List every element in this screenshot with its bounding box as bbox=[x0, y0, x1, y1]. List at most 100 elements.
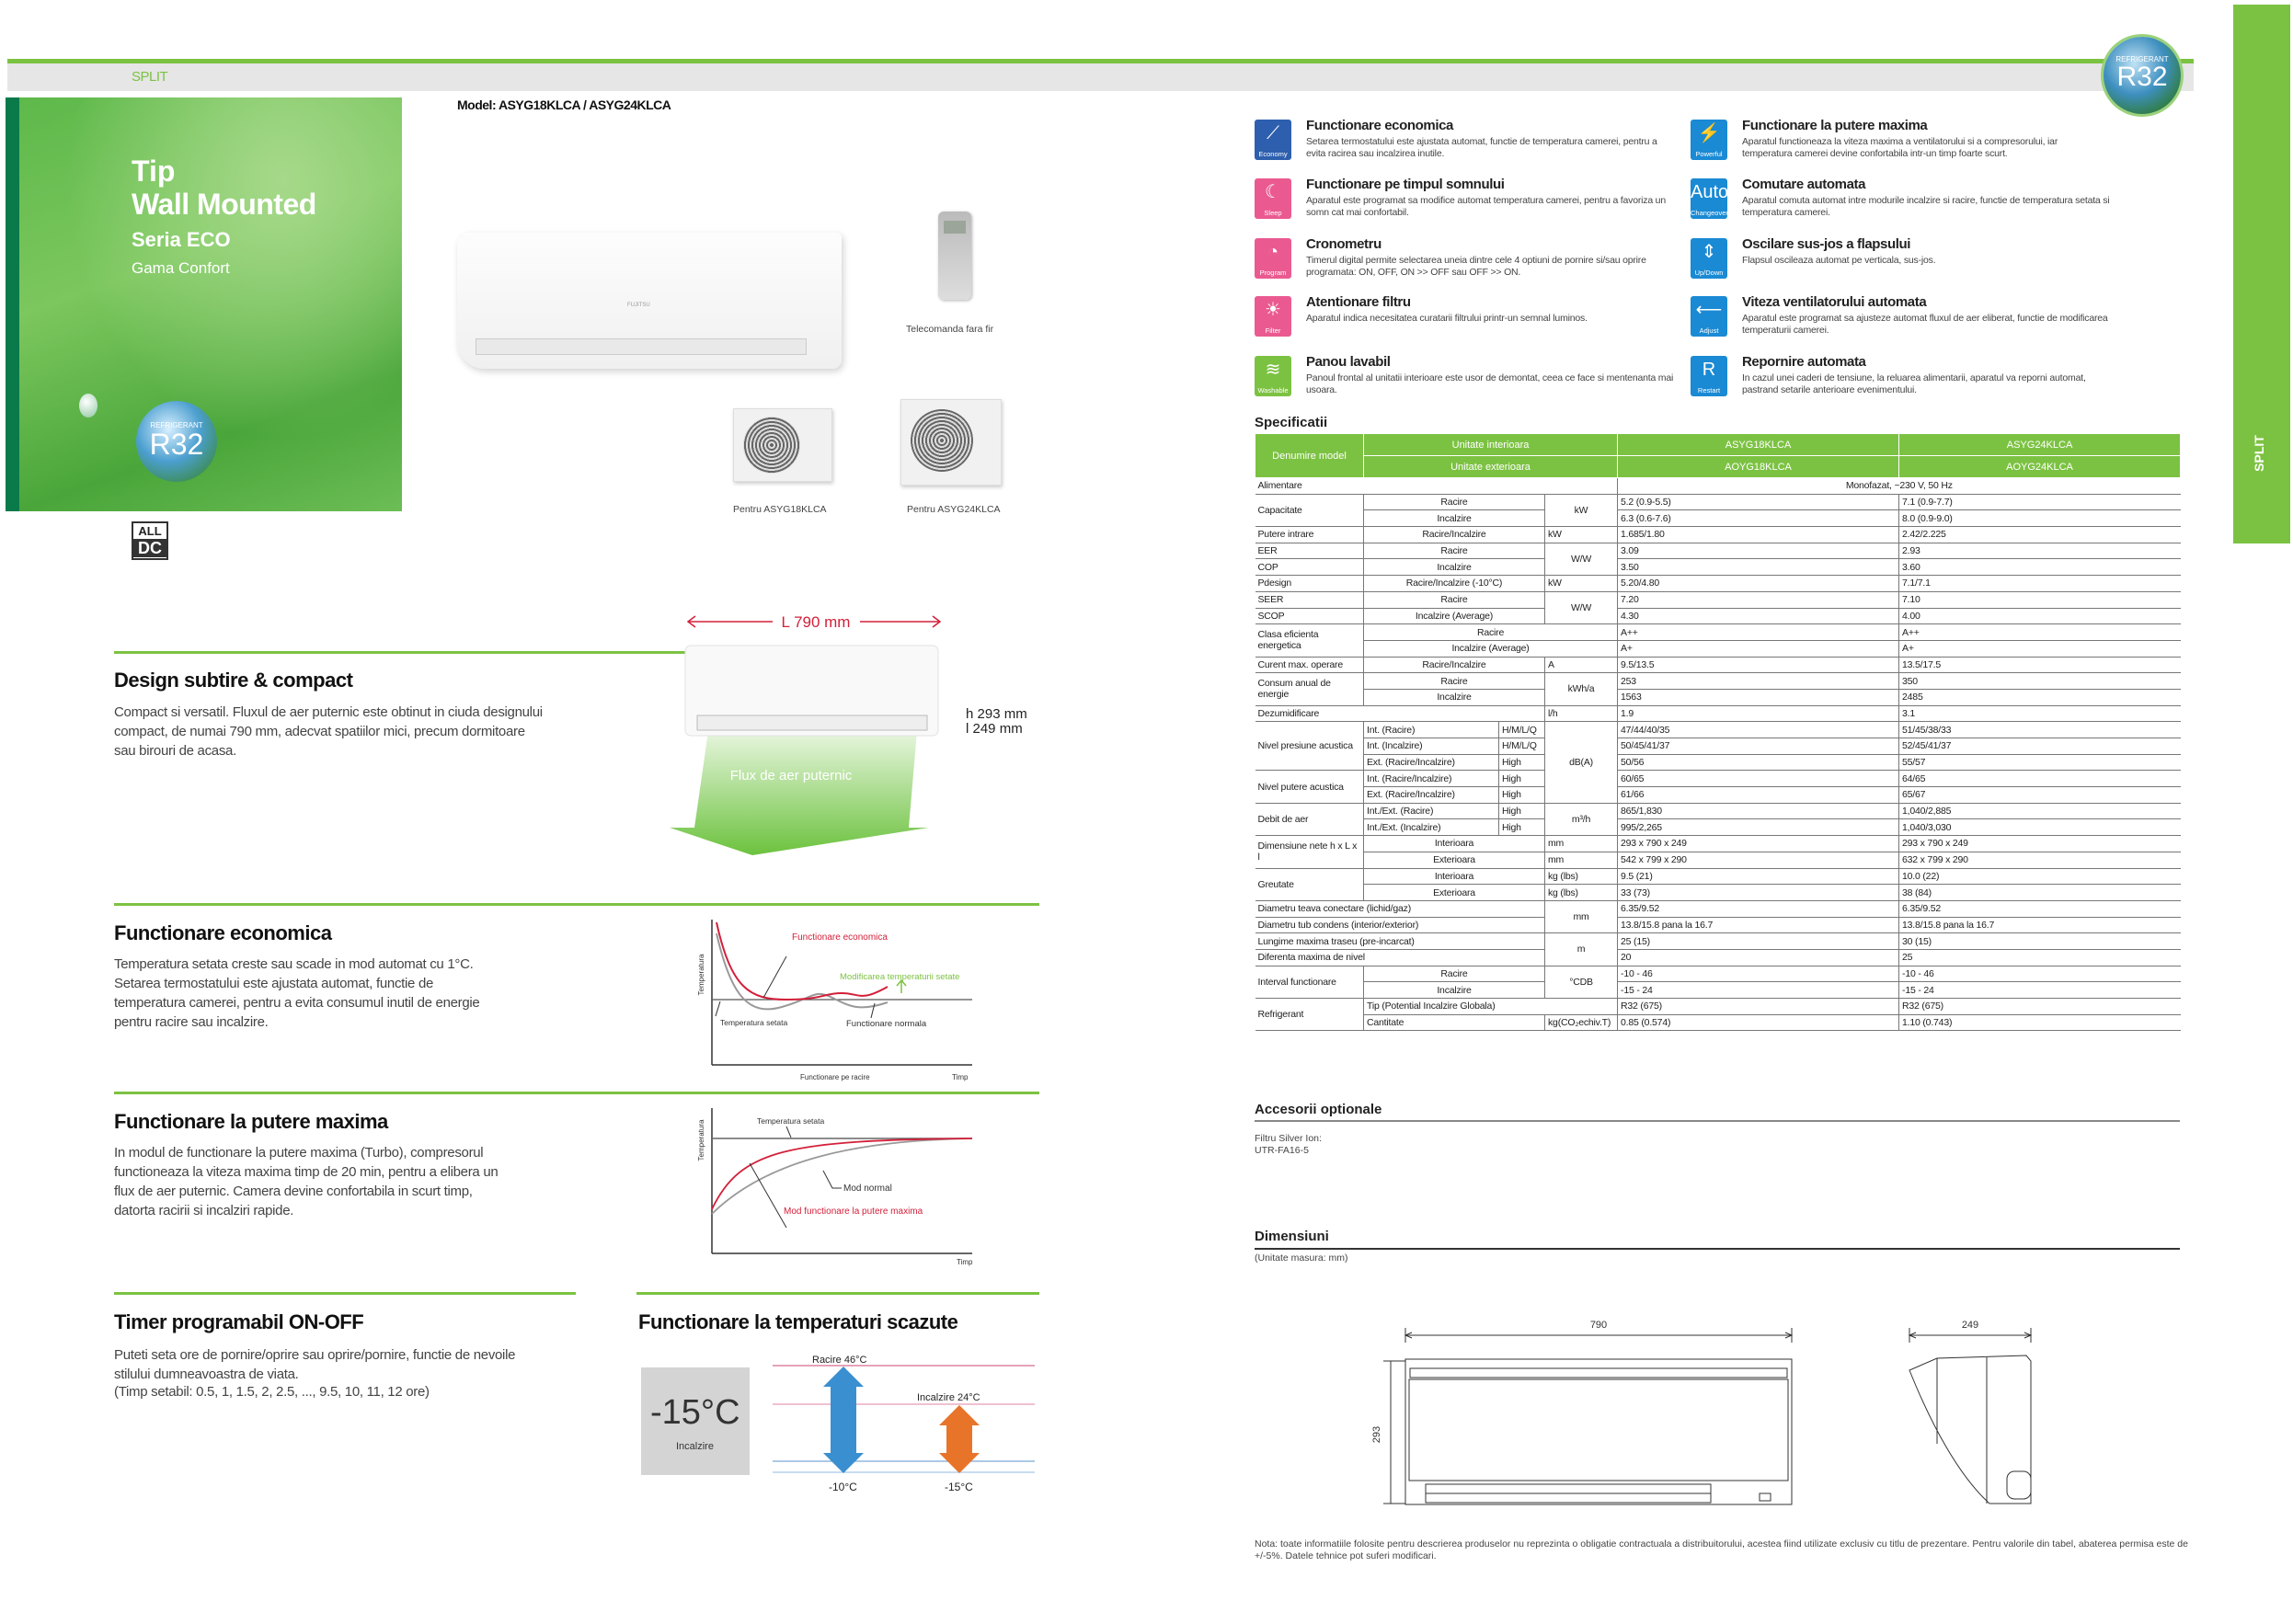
indoor-unit-flap bbox=[476, 338, 807, 355]
feature-title: Comutare automata bbox=[1742, 177, 1866, 192]
spec-cell: 6.3 (0.6-7.6) bbox=[1617, 509, 1900, 528]
length-label: L 790 mm bbox=[782, 613, 851, 631]
spec-cell: A++ bbox=[1617, 623, 1900, 641]
feature-text: Setarea termostatului este ajustata auto… bbox=[1306, 136, 1657, 159]
spec-cell: 20 bbox=[1617, 948, 1900, 966]
feature-icon-label: Up/Down bbox=[1694, 269, 1724, 277]
eco-label: Functionare economica bbox=[792, 932, 888, 943]
spec-cell: kW bbox=[1544, 575, 1619, 592]
spec-cell: kg (lbs) bbox=[1544, 867, 1619, 886]
spec-row: Incalzire (Average)A+A+ bbox=[1255, 639, 2181, 658]
spec-cell: 47/44/40/35 bbox=[1617, 721, 1900, 738]
feature-glyph: ◔ bbox=[1267, 242, 1279, 262]
spec-cell: SEER bbox=[1255, 590, 1364, 609]
spec-cell: R32 (675) bbox=[1617, 998, 1900, 1015]
filter-icon: ☀Filter bbox=[1255, 296, 1291, 337]
spec-cell: Nivel presiune acustica bbox=[1255, 721, 1364, 772]
depth-label: l 249 mm bbox=[966, 721, 1023, 737]
spec-cell: 7.10 bbox=[1898, 590, 2181, 609]
spec-cell: High bbox=[1498, 786, 1545, 804]
depth-dimension: 249 bbox=[1962, 1320, 1978, 1331]
hero-banner: Tip Wall Mounted Seria ECO Gama Confort … bbox=[6, 97, 402, 511]
feature-icon-label: Program bbox=[1259, 269, 1287, 277]
spec-cell: Incalzire (Average) bbox=[1363, 639, 1619, 658]
spec-cell: Consum anual de energie bbox=[1255, 672, 1364, 706]
spec-cell: mm bbox=[1544, 851, 1619, 869]
spec-cell: 3.50 bbox=[1617, 558, 1900, 577]
height-dimension: 293 bbox=[1371, 1426, 1382, 1443]
spec-cell: l/h bbox=[1544, 704, 1619, 723]
spec-cell: A+ bbox=[1898, 639, 2181, 658]
all-dc-logo: ALL DC bbox=[132, 521, 168, 560]
spec-cell: kg (lbs) bbox=[1544, 884, 1619, 901]
powerful-icon: ⚡Powerful bbox=[1691, 120, 1727, 160]
feature-icon-label: Adjust bbox=[1699, 326, 1719, 335]
spec-cell: Cantitate bbox=[1363, 1013, 1545, 1032]
header-band bbox=[7, 63, 2194, 91]
spec-cell: m bbox=[1544, 932, 1619, 966]
spec-cell: 1.685/1.80 bbox=[1617, 526, 1900, 543]
spec-cell: A++ bbox=[1898, 623, 2181, 641]
spec-header-cell: Denumire model bbox=[1255, 433, 1364, 478]
spec-cell: 25 (15) bbox=[1617, 932, 1900, 950]
spec-cell: Refrigerant bbox=[1255, 997, 1364, 1032]
feature-glyph: ≋ bbox=[1265, 360, 1281, 380]
cooling-min-label: -10°C bbox=[829, 1481, 857, 1493]
spec-cell: Exterioara bbox=[1363, 884, 1545, 901]
spec-cell: 9.5/13.5 bbox=[1617, 656, 1900, 674]
spec-cell: Tip (Potential Incalzire Globala) bbox=[1363, 998, 1619, 1015]
spec-cell: 7.20 bbox=[1617, 590, 1900, 609]
spec-cell: W/W bbox=[1544, 542, 1619, 577]
timer-text: Puteti seta ore de pornire/oprire sau op… bbox=[114, 1347, 516, 1382]
spec-cell: Int./Ext. (Incalzire) bbox=[1363, 818, 1499, 837]
spec-cell: H/M/L/Q bbox=[1498, 721, 1545, 738]
spec-cell: Exterioara bbox=[1363, 851, 1545, 869]
spec-cell: 3.60 bbox=[1898, 558, 2181, 577]
feature-glyph: ☾ bbox=[1265, 182, 1281, 202]
feature-icon-label: Economy bbox=[1258, 150, 1288, 158]
spec-cell: Racire bbox=[1363, 542, 1545, 560]
spec-header-cell: ASYG24KLCA bbox=[1898, 433, 2182, 456]
header-green-line bbox=[7, 59, 2194, 63]
spec-cell: 5.2 (0.9-5.5) bbox=[1617, 493, 1900, 511]
spec-cell: 9.5 (21) bbox=[1617, 867, 1900, 886]
spec-cell: 50/56 bbox=[1617, 753, 1900, 772]
spec-cell: Incalzire bbox=[1363, 509, 1545, 528]
spec-cell: 13.8/15.8 pana la 16.7 bbox=[1898, 916, 2181, 934]
powerful-title: Functionare la putere maxima bbox=[114, 1110, 388, 1133]
accessory-name: Filtru Silver Ion: bbox=[1255, 1133, 1322, 1144]
timer-text-settable: (Timp setabil: 0.5, 1, 1.5, 2, 2.5, ...,… bbox=[114, 1384, 430, 1400]
economy-text: Temperatura setata creste sau scade in m… bbox=[114, 956, 480, 1030]
economy-chart: Temperatura Functionare economica Modifi… bbox=[697, 920, 972, 1081]
feature-title: Functionare la putere maxima bbox=[1742, 118, 1928, 133]
washable-icon: ≋Washable bbox=[1255, 356, 1291, 396]
spec-header-cell: AOYG18KLCA bbox=[1617, 455, 1900, 478]
feature-title: Repornire automata bbox=[1742, 354, 1866, 370]
spec-cell: 65/67 bbox=[1898, 786, 2181, 804]
lowtemp-range-chart: Racire 46°C Incalzire 24°C -10°C -15°C bbox=[773, 1355, 1035, 1493]
up-down-icon: ⇕Up/Down bbox=[1691, 238, 1727, 279]
accessories-title: Accesorii optionale bbox=[1255, 1102, 1382, 1117]
feature-glyph: ☀ bbox=[1265, 300, 1281, 320]
spec-cell: Racire bbox=[1363, 672, 1545, 690]
hero-dark-strip bbox=[6, 97, 19, 511]
feature-title: Oscilare sus-jos a flapsului bbox=[1742, 236, 1911, 252]
airflow-arrow bbox=[670, 731, 929, 855]
spec-cell: Int./Ext. (Racire) bbox=[1363, 802, 1499, 820]
spec-cell: Putere intrare bbox=[1255, 526, 1364, 543]
fan-grille bbox=[911, 409, 973, 472]
timer-title: Timer programabil ON-OFF bbox=[114, 1310, 364, 1333]
spec-cell: W/W bbox=[1544, 590, 1619, 625]
spec-cell: 30 (15) bbox=[1898, 932, 2181, 950]
